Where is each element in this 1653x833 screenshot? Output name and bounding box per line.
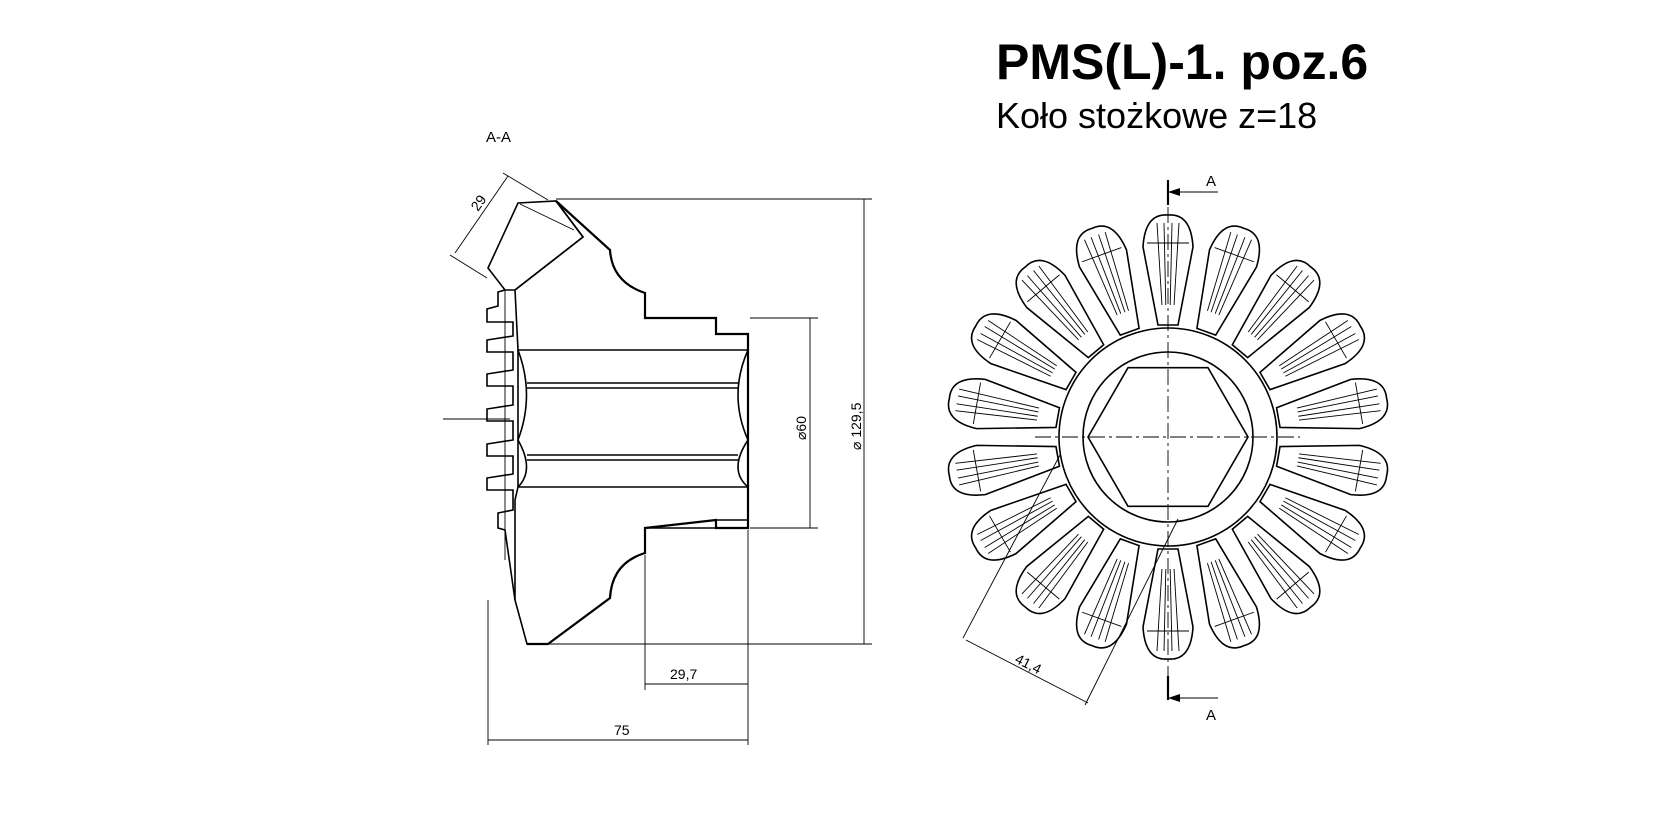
drawing-subtitle: Koło stożkowe z=18 <box>996 95 1318 136</box>
spline-bore <box>517 349 749 488</box>
gear-tooth <box>947 444 1061 496</box>
dim-face-width-text: 29 <box>467 192 489 214</box>
section-marker-bottom-text: A <box>1206 707 1216 724</box>
gear-teeth-ring <box>947 214 1389 660</box>
gear-tooth <box>947 378 1061 430</box>
body-outline <box>527 200 750 646</box>
gear-tooth <box>1258 313 1366 391</box>
gear-tooth <box>1231 515 1321 615</box>
front-view: A A 41,4 <box>947 173 1389 724</box>
drawing-title: PMS(L)-1. poz.6 <box>996 34 1369 90</box>
section-marker-top: A <box>1166 173 1218 205</box>
section-marker-bottom: A <box>1166 676 1218 724</box>
gear-tooth <box>1015 515 1105 615</box>
section-body-upper <box>514 200 749 351</box>
hex-bore <box>1087 366 1249 508</box>
gear-tooth <box>970 483 1078 561</box>
dim-bore: ⌀60 <box>750 317 818 529</box>
dim-face-width: 29 <box>449 172 549 279</box>
dim-bore-text: ⌀60 <box>793 416 809 440</box>
dim-total-length: 75 <box>487 600 748 745</box>
dim-hex-size: 41,4 <box>962 454 1179 706</box>
dim-outer-diameter-text: ⌀ 129,5 <box>848 402 864 450</box>
dim-hex-size-text: 41,4 <box>1013 650 1045 677</box>
dim-hub-length-text: 29,7 <box>670 666 697 682</box>
section-view: A-A 29 <box>443 129 872 745</box>
dim-outer-diameter: ⌀ 129,5 <box>548 198 872 645</box>
gear-tooth <box>1196 537 1261 649</box>
gear-tooth <box>1075 225 1140 337</box>
section-label: A-A <box>486 129 511 146</box>
section-body-lower <box>514 486 749 645</box>
tooth-profile-upper <box>487 200 585 291</box>
gear-tooth <box>1258 483 1366 561</box>
gear-tooth <box>1275 444 1389 496</box>
gear-teeth-side <box>486 289 516 601</box>
dim-total-length-text: 75 <box>614 722 630 738</box>
gear-tooth <box>1015 259 1105 359</box>
gear-tooth <box>970 313 1078 391</box>
gear-tooth <box>1275 378 1389 430</box>
gear-tooth <box>1196 225 1261 337</box>
section-marker-top-text: A <box>1206 173 1216 190</box>
gear-tooth <box>1231 259 1321 359</box>
dim-hub-length: 29,7 <box>644 530 749 745</box>
